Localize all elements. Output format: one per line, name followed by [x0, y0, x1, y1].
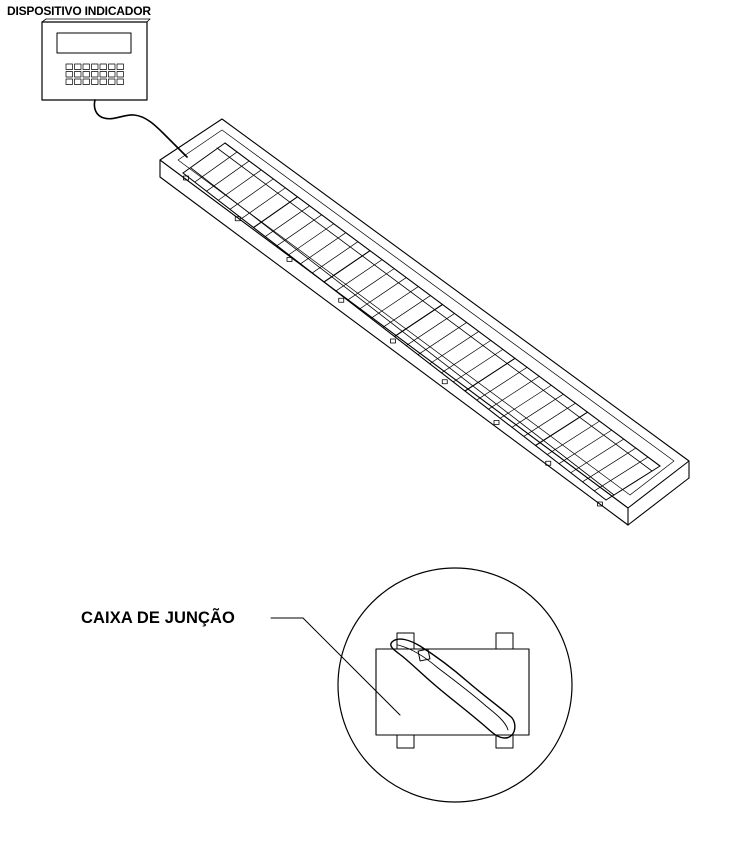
deck-crossbar — [288, 223, 335, 256]
deck-crossbar — [499, 384, 552, 419]
deck-crossbar — [523, 402, 576, 437]
keypad-key — [74, 63, 82, 70]
keypad-key — [65, 71, 73, 78]
deck-crossbar — [417, 322, 468, 356]
deck-crossbar — [558, 429, 613, 465]
deck-crossbar — [382, 295, 431, 328]
deck-crossbar — [206, 160, 250, 192]
indicator-device-label: DISPOSITIVO INDICADOR — [7, 4, 151, 18]
keypad-key — [108, 78, 116, 85]
keypad-key — [74, 71, 82, 78]
deck-crossbar — [241, 187, 286, 219]
keypad-key — [91, 63, 99, 70]
keypad-key — [116, 78, 124, 85]
scale-platform-pit — [159, 118, 690, 526]
mount-foot — [597, 501, 603, 507]
keypad-key — [65, 63, 73, 70]
indicator-cable — [93, 99, 188, 158]
keypad-key — [99, 63, 107, 70]
deck-crossbar — [217, 169, 262, 201]
deck-crossbar — [370, 286, 419, 319]
deck-crossbar — [511, 393, 564, 428]
keypad-key — [99, 71, 107, 78]
keypad-key — [108, 63, 116, 70]
scale-platform-deck — [182, 142, 661, 507]
deck-crossbar — [593, 456, 649, 492]
deck-load-cell-mounts — [183, 175, 603, 507]
deck-crossbar — [311, 241, 359, 274]
keypad-key — [82, 78, 90, 85]
keypad-key — [82, 71, 90, 78]
keypad-key — [99, 78, 107, 85]
keypad-key — [91, 71, 99, 78]
mount-foot — [286, 257, 293, 262]
mount-foot — [441, 379, 448, 385]
deck-crossbar — [358, 277, 407, 310]
deck-crossbar — [488, 375, 540, 410]
deck-crossbar — [464, 357, 516, 392]
junction-box-label: CAIXA DE JUNÇÃO — [81, 609, 235, 627]
detail-frame — [375, 648, 530, 736]
deck-crossbar — [476, 366, 528, 401]
mount-foot — [390, 338, 396, 344]
keypad-key — [91, 78, 99, 85]
indicator-device — [41, 18, 151, 101]
mount-foot — [493, 420, 500, 425]
keypad-key — [65, 78, 73, 85]
deck-crossbar — [452, 349, 504, 383]
deck-crossbar — [252, 196, 299, 229]
indicator-keypad — [65, 63, 124, 85]
keypad-key — [108, 71, 116, 78]
keypad-key — [116, 71, 124, 78]
keypad-key — [74, 78, 82, 85]
junction-cable-detail — [390, 638, 516, 739]
deck-crossbar — [276, 214, 323, 247]
detail-circle — [337, 567, 573, 803]
mount-foot — [234, 216, 241, 222]
deck-crossbar — [229, 178, 274, 210]
indicator-display — [56, 32, 132, 54]
deck-crossbar — [323, 250, 371, 283]
junction-box-detail — [270, 567, 573, 803]
junction-box-icon — [417, 648, 431, 662]
mount-foot — [338, 297, 345, 303]
deck-crossbar — [441, 340, 492, 374]
deck-crossbar — [582, 447, 637, 483]
deck-crossbar — [570, 438, 625, 474]
junction-box-leader — [270, 617, 401, 716]
keypad-key — [82, 63, 90, 70]
deck-crossbars — [194, 151, 649, 492]
deck-crossbar — [405, 313, 455, 346]
keypad-key — [116, 63, 124, 70]
deck-crossbar — [335, 259, 383, 292]
deck-crossbar — [300, 232, 347, 265]
deck-crossbar — [546, 420, 600, 455]
deck-crossbar — [429, 331, 480, 365]
mount-foot — [545, 460, 552, 466]
mount-foot — [183, 175, 189, 181]
deck-crossbar — [194, 151, 238, 183]
deck-crossbar — [393, 303, 444, 338]
deck-crossbar — [347, 268, 395, 301]
deck-crossbar — [534, 411, 589, 447]
deck-crossbar — [264, 205, 310, 237]
